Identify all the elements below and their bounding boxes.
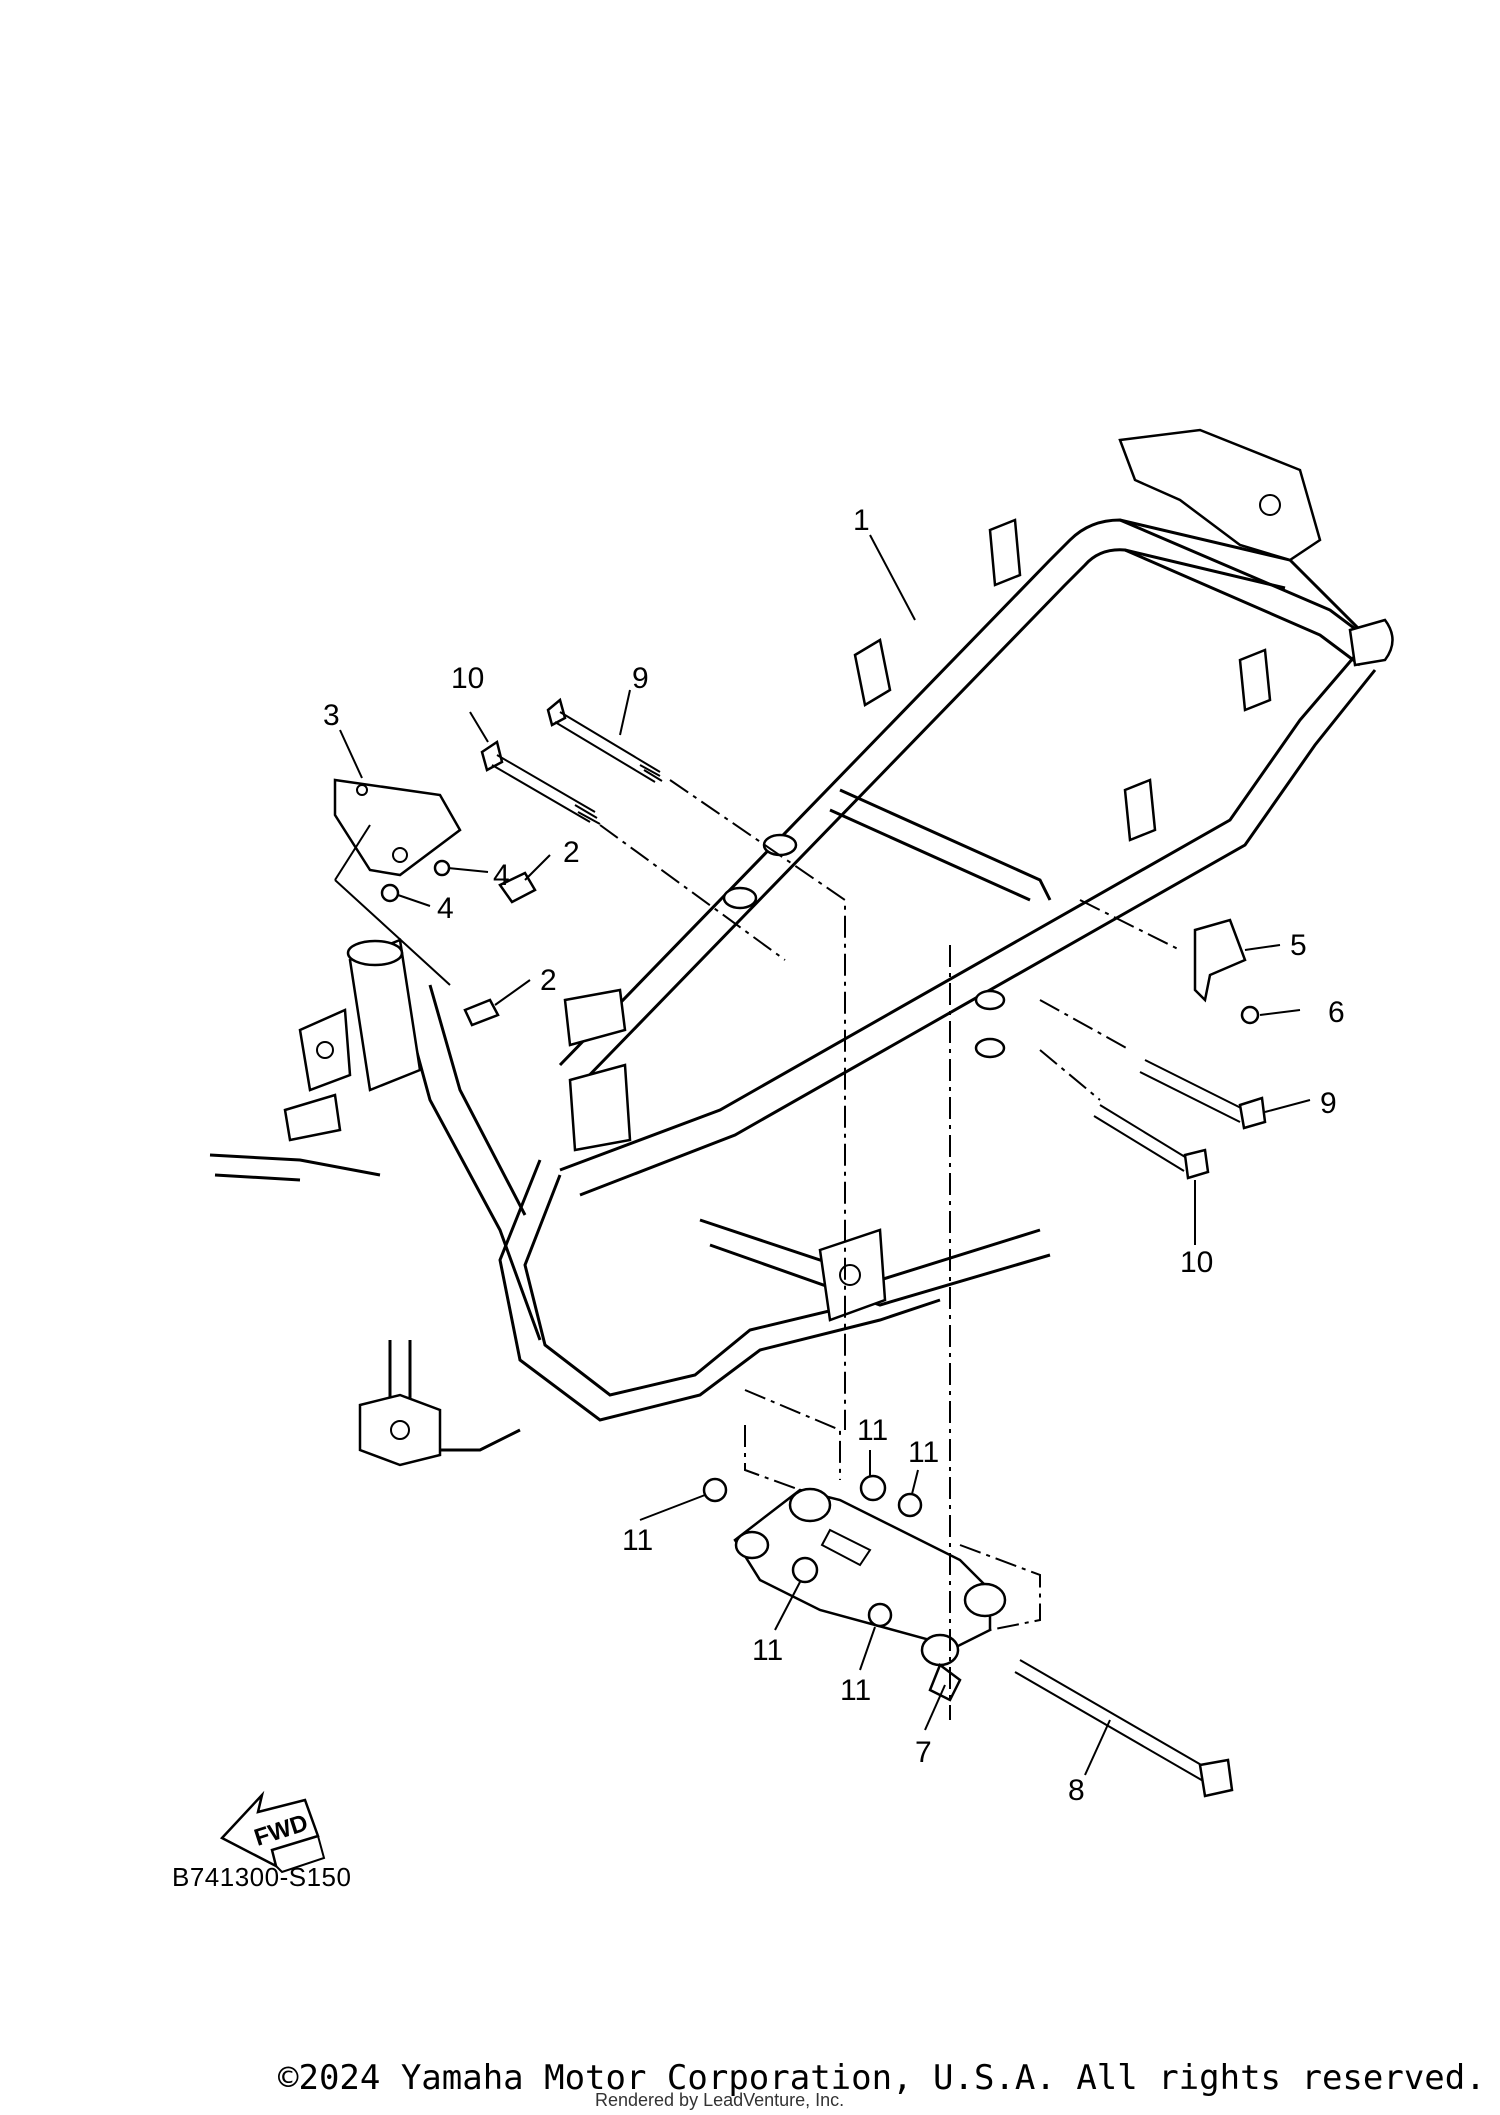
nut-part-4-upper (433, 859, 451, 877)
diagram-code: B741300-S150 (172, 1862, 352, 1892)
bolt-part-10-right (1093, 1104, 1210, 1180)
nut-part-11-a (702, 1477, 728, 1503)
rendered-by-notice: Rendered by LeadVenture, Inc. (595, 2090, 845, 2110)
clamp-part-5 (1193, 918, 1247, 1003)
callout-5: 5 (1290, 929, 1307, 962)
callout-11-b: 11 (857, 1414, 888, 1447)
callout-11-d: 11 (752, 1634, 783, 1667)
callout-4-lower: 4 (437, 892, 454, 925)
bracket-part-3 (333, 778, 462, 986)
callout-3: 3 (323, 699, 340, 732)
bolt-part-8 (1014, 1659, 1234, 1798)
callout-9-left: 9 (632, 662, 649, 695)
nut-part-11-b (859, 1474, 887, 1502)
callout-7: 7 (915, 1736, 932, 1769)
nut-part-11-d (791, 1556, 819, 1584)
bolt-part-9-right (1139, 1059, 1267, 1130)
callout-8: 8 (1068, 1774, 1085, 1807)
bolt-part-9-left (546, 697, 663, 783)
callout-11-a: 11 (622, 1524, 653, 1557)
nut-part-11-c (897, 1492, 923, 1518)
callout-10-right: 10 (1180, 1246, 1213, 1279)
callout-11-c: 11 (908, 1436, 939, 1469)
callout-2-lower: 2 (540, 964, 557, 997)
collar-part-2-lower (463, 998, 500, 1027)
nut-part-4-lower (380, 883, 400, 903)
callouts: 1 2 2 3 4 4 5 6 7 8 9 9 10 10 11 11 11 1… (323, 504, 1345, 1807)
callout-11-e: 11 (840, 1674, 871, 1707)
callout-9-right: 9 (1320, 1087, 1337, 1120)
callout-6: 6 (1328, 996, 1345, 1029)
callout-2-upper: 2 (563, 836, 580, 869)
assembly-lines (599, 779, 1181, 1720)
collar-part-2-upper (498, 871, 537, 904)
nut-part-11-e (867, 1602, 893, 1628)
copyright-notice: ©2024 Yamaha Motor Corporation, U.S.A. A… (278, 2058, 1486, 2098)
engine-bracket-part-7 (733, 1487, 1007, 1702)
callout-1: 1 (853, 504, 870, 537)
screw-part-6 (1240, 1005, 1260, 1025)
fwd-arrow-icon: FWD (219, 1790, 326, 1874)
bolt-part-10-left (480, 739, 601, 825)
main-frame (209, 428, 1394, 1467)
callout-4-upper: 4 (493, 859, 510, 892)
leader-lines (339, 534, 1311, 1776)
callout-10-left: 10 (451, 662, 484, 695)
